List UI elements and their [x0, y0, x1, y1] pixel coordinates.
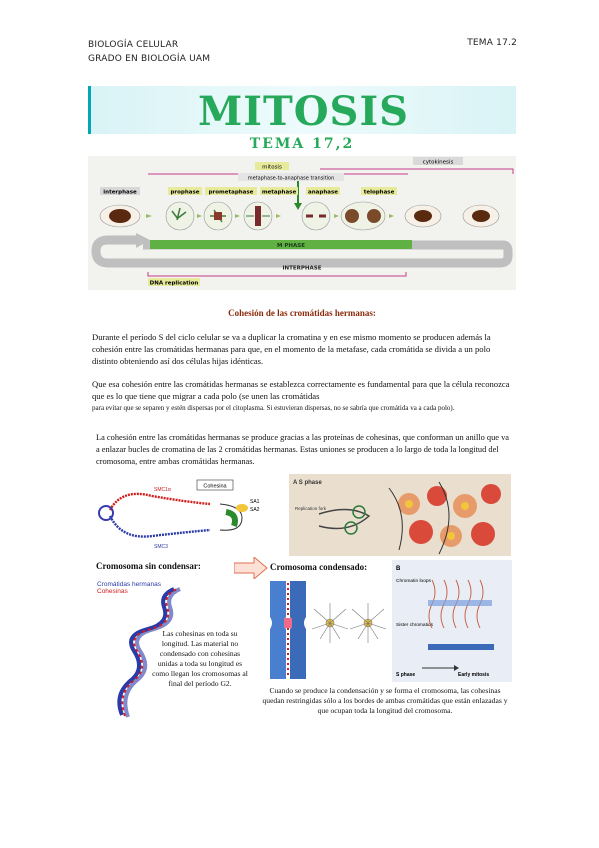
s-phase-label: S phase	[396, 672, 415, 678]
cohesin-ring-figure: Cohesina SMC1α SMC3 SA1 SA2	[98, 479, 260, 550]
title-band: MITOSIS	[88, 86, 516, 135]
cohesin-label: Cohesina	[203, 484, 227, 490]
s-phase-title: A S phase	[293, 480, 322, 486]
cohesion-section-title: Cohesión de las cromátidas hermanas:	[228, 308, 376, 318]
cytokinesis-label: cytokinesis	[423, 160, 454, 166]
phase-label-telophase: telophase	[364, 190, 395, 196]
replication-fork-label: Replication fork	[295, 506, 327, 511]
smc3-label: SMC3	[154, 544, 168, 550]
phase-label-metaphase: metaphase	[262, 190, 297, 196]
m-phase-bar	[150, 240, 412, 249]
phase-label-anaphase: anaphase	[308, 190, 338, 196]
interphase-bar-label: INTERPHASE	[282, 266, 321, 272]
legend-chromatids: Cromátidas hermanas	[97, 581, 161, 588]
uncondensed-chromosome-figure	[117, 587, 181, 718]
phase-label-interphase: interphase	[103, 190, 137, 196]
sa2-label: SA2	[250, 507, 260, 513]
condensed-caption: Cuando se produce la condensación y se f…	[262, 686, 508, 715]
page-subtitle: TEMA 17,2	[249, 136, 355, 152]
header-degree: GRADO EN BIOLOGÍA UAM	[88, 54, 211, 64]
condensed-chromosome-figure	[270, 581, 387, 679]
sa1-label: SA1	[250, 499, 260, 505]
m-phase-label: M PHASE	[277, 243, 305, 249]
mitosis-label: mitosis	[262, 165, 282, 171]
header-left: BIOLOGÍA CELULAR GRADO EN BIOLOGÍA UAM	[88, 38, 210, 66]
phase-label-prophase: prophase	[171, 190, 200, 196]
smc1-label: SMC1α	[154, 487, 171, 493]
cytokinesis-label-box	[413, 157, 463, 165]
transition-label: metaphase-to-anaphase transition	[248, 176, 335, 182]
panel-b-label: B	[396, 566, 401, 572]
paragraph-cohesins: La cohesión entre las cromátidas hermana…	[96, 433, 510, 466]
dna-replication-label: DNA replication	[150, 281, 199, 287]
mitosis-label-box	[255, 162, 289, 170]
paragraph-importance-cont: para evitar que se separen y estén dispe…	[92, 404, 455, 412]
uncondensed-label: Cromosoma sin condensar:	[96, 561, 201, 571]
s-phase-figure: A S phase Replication fork	[289, 474, 511, 556]
cell-cycle-diagram: mitosis cytokinesis metaphase-to-anaphas…	[88, 156, 516, 290]
sister-chromatids-label: Sister chromatids	[396, 622, 434, 628]
transition-label-box	[238, 173, 344, 181]
header-course: BIOLOGÍA CELULAR	[88, 40, 179, 50]
cells-row	[99, 201, 500, 231]
condensed-label: Cromosoma condensado:	[270, 562, 368, 572]
early-mitosis-label: Early mitosis	[458, 672, 489, 678]
legend-cohesins: Cohesinas	[97, 588, 128, 595]
header-topic: TEMA 17.2	[467, 38, 517, 48]
chromatin-loops-label: Chromatin loops	[396, 578, 432, 584]
page-title: MITOSIS	[197, 88, 410, 135]
paragraph-s-phase: Durante el período S del ciclo celular s…	[92, 332, 491, 366]
uncondensed-caption: Las cohesinas en toda su longitud. Las m…	[152, 629, 248, 688]
right-arrow-icon	[234, 557, 268, 579]
phase-label-prometaphase: prometaphase	[209, 190, 254, 196]
early-mitosis-figure: B Chromatin loops Sister chromatids S ph…	[392, 560, 512, 682]
paragraph-importance: Que esa cohesión entre las cromátidas he…	[92, 379, 510, 401]
